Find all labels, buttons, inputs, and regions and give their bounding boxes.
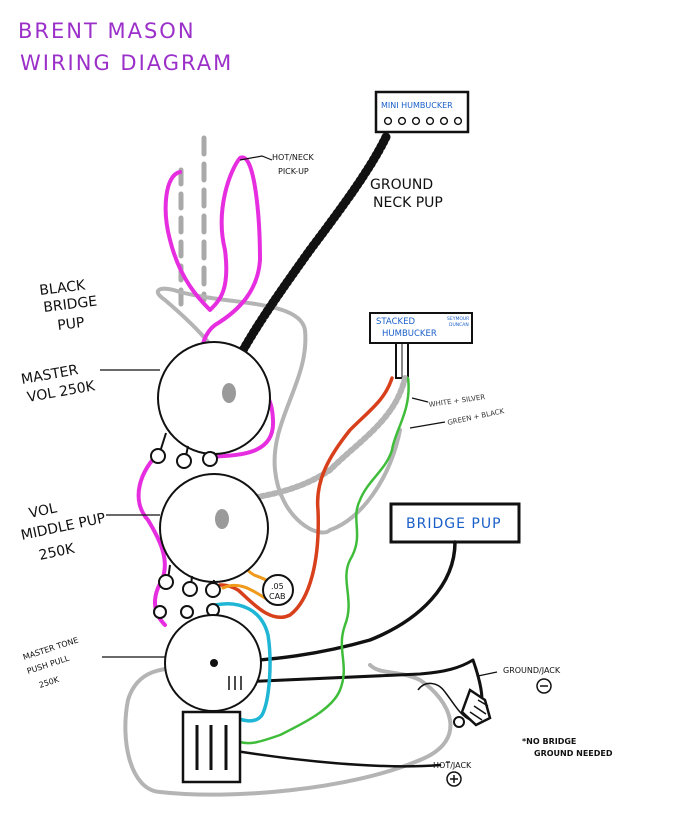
stacked-humbucker-label-2: HUMBUCKER xyxy=(382,329,437,339)
capacitor: .05 CAB xyxy=(262,574,294,606)
master-tone-label-1: MASTER TONE xyxy=(22,636,80,662)
title-line-2: WIRING DIAGRAM xyxy=(20,51,233,75)
master-tone-pot xyxy=(164,614,262,712)
stacked-humbucker-note-1: SEYMOUR xyxy=(447,316,469,322)
ground-neck-label-2: NECK PUP xyxy=(373,195,443,211)
leader-lines xyxy=(100,155,498,763)
green-black-label: GREEN + BLACK xyxy=(447,407,505,427)
capacitor-type: CAB xyxy=(269,592,286,601)
capacitor-value: .05 xyxy=(271,582,284,591)
mini-humbucker-pole-pieces xyxy=(383,116,463,126)
red-wire xyxy=(218,376,394,619)
stacked-humbucker-cable xyxy=(395,342,409,379)
black-bridge-label-3: PUP xyxy=(57,315,86,334)
hot-neck-label-2: PICK-UP xyxy=(278,167,309,176)
black-bridge-label-1: BLACK xyxy=(39,277,87,299)
no-bridge-ground-note-1: *NO BRIDGE xyxy=(522,737,576,746)
hot-neck-label-1: HOT/NECK xyxy=(272,153,315,162)
pickup-switch xyxy=(181,710,242,784)
mini-humbucker-box: MINI HUMBUCKER xyxy=(374,90,470,134)
minus-icon xyxy=(536,678,552,694)
master-tone-label-3: 250K xyxy=(38,675,61,690)
white-silver-label: WHITE + SILVER xyxy=(428,393,486,409)
bridge-pup-box: BRIDGE PUP xyxy=(389,502,521,544)
black-bridge-label-2: BRIDGE xyxy=(43,294,98,316)
stacked-humbucker-box: STACKED HUMBUCKER SEYMOUR DUNCAN xyxy=(369,312,473,344)
ground-jack-label: GROUND/JACK xyxy=(503,666,561,675)
stacked-humbucker-label-1: STACKED xyxy=(376,317,415,327)
output-jack xyxy=(417,682,492,728)
ground-neck-label-1: GROUND xyxy=(370,177,433,193)
vol-middle-pot xyxy=(153,473,269,619)
title-line-1: BRENT MASON xyxy=(18,19,196,43)
vol-middle-label-1: VOL xyxy=(28,500,59,522)
no-bridge-ground-note-2: GROUND NEEDED xyxy=(534,749,613,758)
hot-jack-label: HOT/JACK xyxy=(433,761,472,770)
bridge-pup-label: BRIDGE PUP xyxy=(406,516,502,532)
master-vol-pot xyxy=(150,341,271,469)
cyan-wire xyxy=(213,602,272,723)
plus-icon xyxy=(446,771,462,787)
vol-middle-label-3: 250K xyxy=(38,541,77,564)
mini-humbucker-label: MINI HUMBUCKER xyxy=(381,101,453,110)
green-wire xyxy=(238,376,410,745)
pickup-pole-dashes xyxy=(178,135,207,308)
stacked-humbucker-note-2: DUNCAN xyxy=(449,322,469,328)
